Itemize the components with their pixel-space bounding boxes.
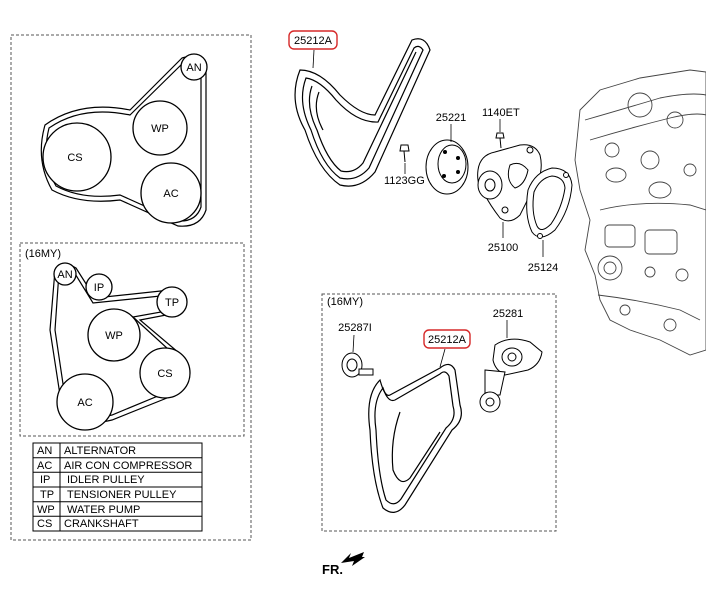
gasket-part-number: 25124	[528, 262, 559, 274]
front-arrow-icon	[341, 552, 365, 566]
pulley-part-number: 25221	[436, 112, 467, 124]
pulley-ip	[85, 273, 113, 301]
pulley-tp	[156, 286, 188, 318]
belt-part-callout	[288, 30, 338, 50]
pulley-ac	[140, 162, 202, 224]
pulley-tp-label: TP	[165, 297, 179, 309]
water-pump-pulley-drawing	[425, 139, 469, 195]
legend-name: WATER PUMP	[67, 504, 140, 516]
legend-code: TP	[40, 489, 54, 501]
pulley-cs-label: CS	[157, 368, 172, 380]
legend-table: AN ALTERNATOR AC AIR CON COMPRESSOR IP I…	[32, 442, 203, 532]
my16-belt-drawing	[368, 363, 462, 513]
my16-belt-part-number: 25212A	[428, 334, 467, 346]
pulley-cs	[139, 347, 191, 399]
pulley-wp	[132, 100, 188, 156]
engine-block-drawing	[574, 69, 706, 356]
legend-code: AN	[37, 445, 52, 457]
legend-name: ALTERNATOR	[64, 445, 136, 457]
bolt-1140et-drawing	[495, 132, 505, 149]
water-pump-part-number: 25100	[488, 242, 519, 254]
bolt-1123gg-drawing	[399, 144, 410, 163]
pulley-an	[53, 262, 77, 286]
top-belt-inner	[45, 61, 202, 222]
legend-name: CRANKSHAFT	[64, 518, 139, 530]
bolt-2-part-number: 1123GG	[384, 175, 425, 187]
bolt-part-number: 1140ET	[482, 107, 520, 119]
legend-name: AIR CON COMPRESSOR	[64, 460, 192, 472]
legend-name: IDLER PULLEY	[67, 474, 145, 486]
idler-part-number: 25287I	[338, 322, 372, 334]
pulley-wp-label: WP	[105, 330, 123, 342]
tensioner-drawing	[479, 338, 543, 413]
legend-code: AC	[37, 460, 52, 472]
pulley-cs-label: CS	[67, 152, 82, 164]
main-belt-drawing	[294, 38, 431, 187]
pulley-an-label: AN	[57, 269, 72, 281]
pulley-ac-label: AC	[77, 397, 92, 409]
my16-layout-panel	[19, 242, 245, 437]
top-belt	[40, 55, 207, 227]
legend-code: CS	[37, 518, 52, 530]
top-belt-layout: AN WP CS AC	[40, 53, 208, 227]
my16-layout-title: (16MY)	[25, 248, 61, 260]
my16-belt-callout	[423, 329, 471, 349]
legend-name: TENSIONER PULLEY	[67, 489, 177, 501]
legend-code: WP	[37, 504, 55, 516]
pulley-an-label: AN	[186, 62, 201, 74]
pulley-wp	[87, 308, 141, 362]
front-marker: FR.	[322, 562, 343, 577]
my16-belt-layout: AN IP TP WP CS AC	[49, 262, 191, 431]
water-pump-drawing	[477, 144, 542, 222]
my16-parts-panel	[321, 293, 557, 532]
pulley-an	[180, 53, 208, 81]
pulley-ip-label: IP	[94, 282, 104, 294]
pulley-ac-label: AC	[163, 188, 178, 200]
gasket-drawing	[526, 167, 573, 239]
belt-part-number: 25212A	[294, 35, 333, 47]
pulley-cs	[42, 122, 112, 192]
tensioner-part-number: 25281	[493, 308, 524, 320]
idler-pulley-drawing	[341, 352, 374, 378]
pulley-wp-label: WP	[151, 123, 169, 135]
pulley-ac	[56, 373, 114, 431]
legend-code: IP	[40, 474, 50, 486]
belt-leader-line	[312, 49, 315, 69]
left-panel-border	[10, 34, 252, 541]
my16-parts-title: (16MY)	[327, 296, 363, 308]
